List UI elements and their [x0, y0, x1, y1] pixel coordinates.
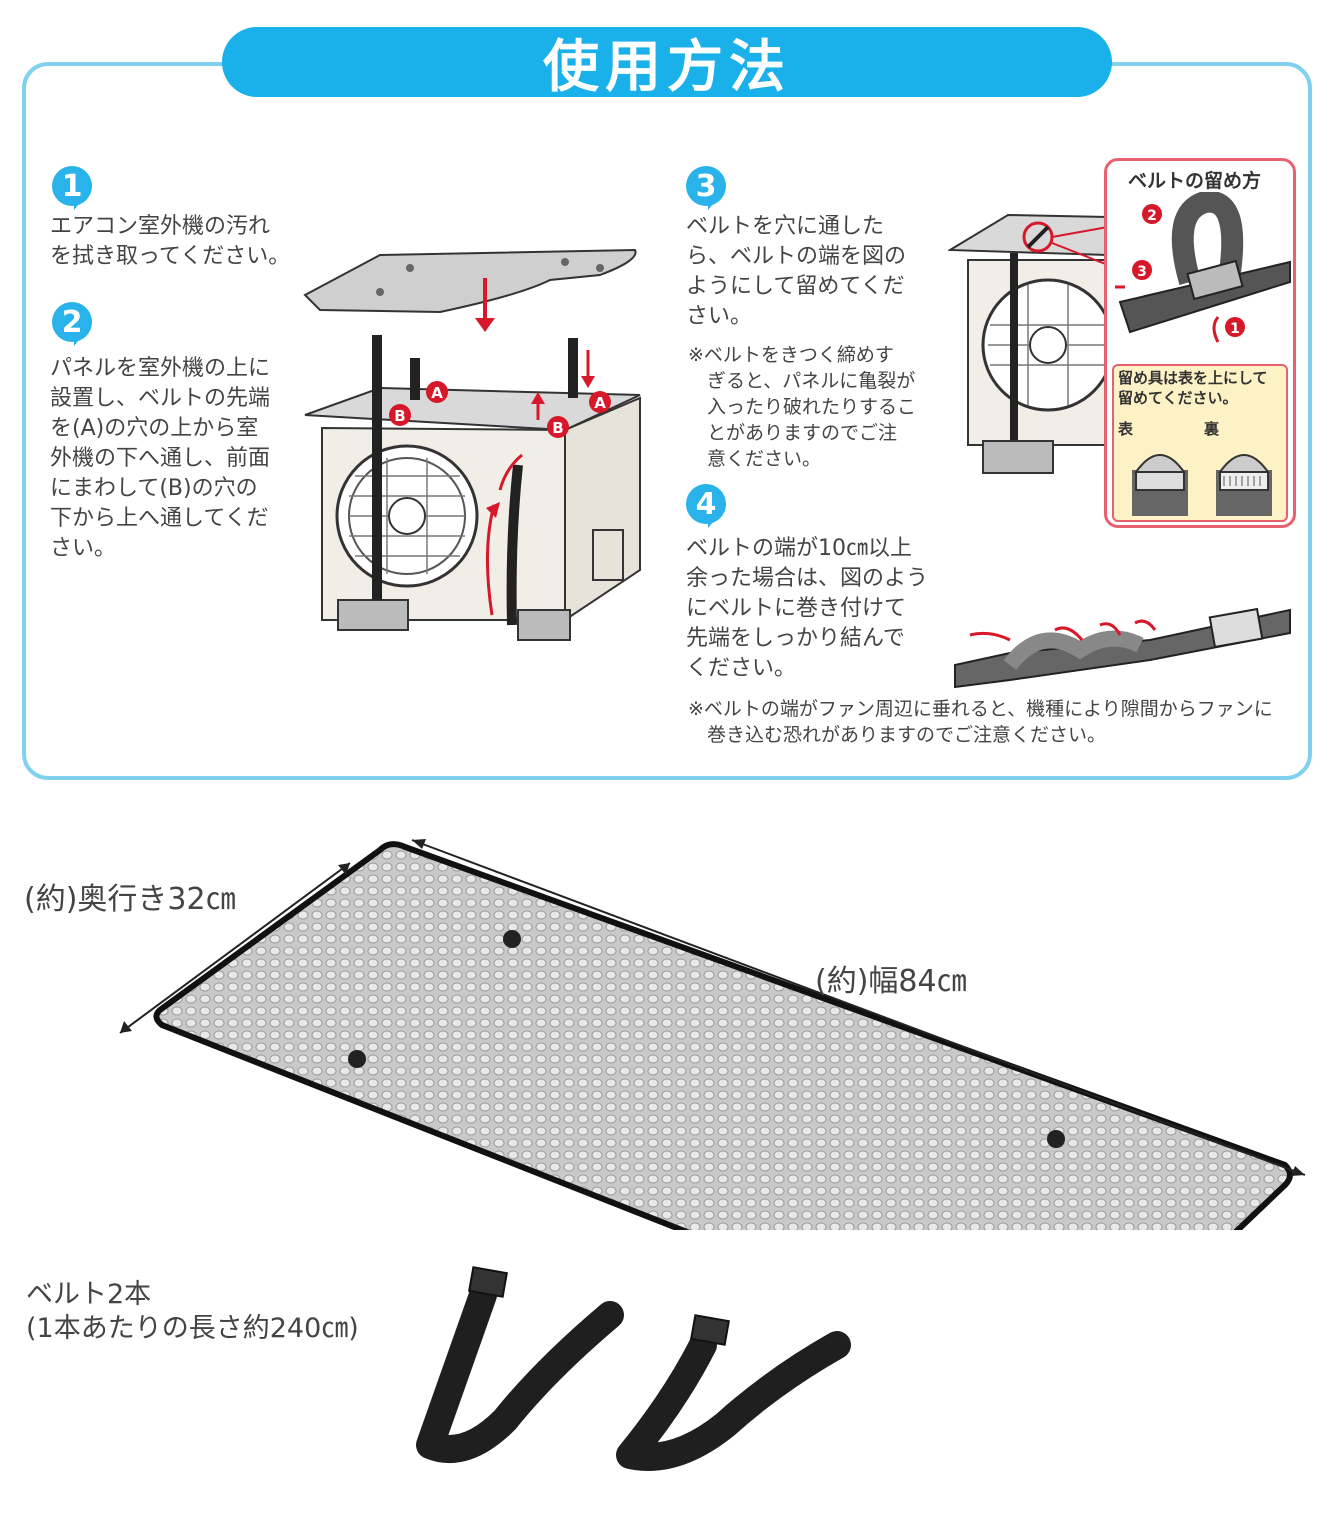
page-title: 使用方法: [222, 27, 1112, 100]
buckle-front-label: 表: [1118, 420, 1134, 438]
belt-count: ベルト2本: [26, 1279, 152, 1310]
step-3-note: ※ベルトをきつく締めす ぎると、パネルに亀裂が 入ったり破れたりするこ とがあり…: [688, 344, 917, 470]
svg-text:3: 3: [1137, 264, 1147, 280]
label-a-marker-2: A: [589, 391, 611, 413]
step-1-badge: 1: [52, 166, 92, 210]
step-1-text: エアコン室外機の汚れ を拭き取ってください。: [50, 214, 291, 269]
ac-unit-install-diagram: A B A B: [303, 248, 641, 641]
step-4-badge: 4: [686, 484, 726, 528]
fastening-mark-2: 2: [1142, 204, 1162, 224]
step-3-text: ベルトを穴に通した ら、ベルトの端を図の ようにして留めてくだ さい。: [686, 214, 907, 329]
step-4-text: ベルトの端が10㎝以上 余った場合は、図のよう にベルトに巻き付けて 先端をしっ…: [686, 536, 929, 681]
step-2-text: パネルを室外機の上に 設置し、ベルトの先端 を(A)の穴の上から室 外機の下へ通…: [50, 356, 271, 561]
label-b-marker-1: B: [389, 404, 411, 426]
svg-text:A: A: [431, 384, 443, 402]
fastening-box-title: ベルトの留め方: [1128, 170, 1262, 192]
label-a-marker-1: A: [426, 381, 448, 403]
svg-text:A: A: [594, 394, 606, 412]
belt-length: (1本あたりの長さ約240㎝): [26, 1313, 359, 1344]
svg-text:2: 2: [1147, 208, 1157, 224]
insulation-panel-illustration: [119, 839, 1306, 1230]
svg-text:B: B: [394, 407, 405, 425]
belt-wrapping-illustration: [954, 607, 1291, 689]
step-3-badge: 3: [686, 166, 726, 210]
buckle-note: 留め具は表を上にして 留めてください。: [1118, 369, 1268, 407]
depth-dimension: (約)奥行き32㎝: [24, 882, 236, 917]
svg-text:1: 1: [1230, 321, 1240, 337]
belts-illustration: [416, 1266, 851, 1471]
ac-unit-belt-diagram: [948, 213, 1108, 474]
fastening-mark-3: 3: [1132, 260, 1152, 280]
buckle-back-label: 裏: [1204, 420, 1220, 438]
label-b-marker-2: B: [547, 416, 569, 438]
buckle-fastening-illustration: 1 2 3: [1115, 192, 1291, 343]
bottom-note: ※ベルトの端がファン周辺に垂れると、機種により隙間からファンに 巻き込む恐れがあ…: [688, 698, 1273, 746]
buckle-front-back-illustration: [1132, 454, 1272, 516]
width-dimension: (約)幅84㎝: [815, 964, 967, 999]
step-2-badge: 2: [52, 302, 92, 346]
fastening-mark-1: 1: [1225, 317, 1245, 337]
svg-text:B: B: [552, 419, 563, 437]
